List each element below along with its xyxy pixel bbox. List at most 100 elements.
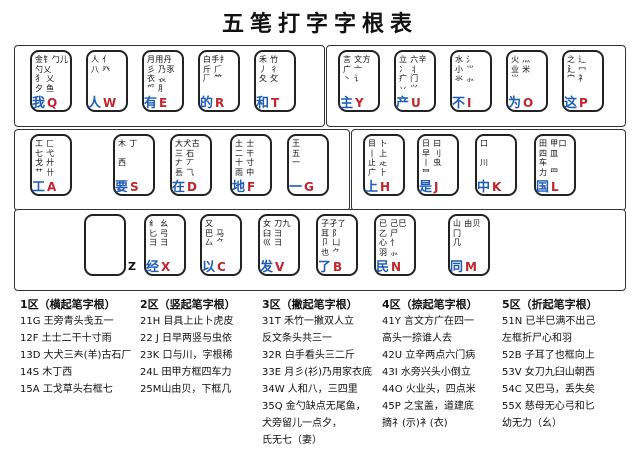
legend-line: 犬旁留儿一点夕， <box>262 418 342 429</box>
legend-line: 11G 王旁青头戋五一 <box>20 316 114 327</box>
key-letter: M <box>465 260 477 274</box>
key-word: 同 <box>450 260 464 275</box>
key-E[interactable]: 月用丹 彡 乃豕 衣 𧘇 爫 ⺼ <box>142 50 184 112</box>
legend-zone-1: 1区（横起笔字根） 11G 王旁青头戋五一 12F 土士二干十寸雨 13D 大犬三𡗗(… <box>20 296 131 398</box>
legend-line: 高头一捺谁人去 <box>382 333 452 344</box>
key-letter: V <box>275 260 285 274</box>
key-word: 了 <box>318 260 332 275</box>
key-roots: 火 灬 业 米 ⺌ <box>511 55 531 83</box>
key-word: 在 <box>172 180 186 195</box>
key-F[interactable]: 土 士 二 干 十 寸 雨 中 <box>230 134 272 196</box>
key-S[interactable]: 木 丁 西 <box>113 134 155 196</box>
legend-line: 幼无力（幺） <box>502 418 562 429</box>
key-W[interactable]: 人 亻 八 癶 <box>86 50 128 112</box>
legend-header: 5区（折起笔字根） <box>502 298 598 311</box>
key-letter: X <box>161 260 171 274</box>
key-roots: 之 辶 廴 冖 宀 礻 <box>567 55 587 83</box>
key-letter: T <box>271 96 280 110</box>
legend-line: 23K 口与川，字根稀 <box>140 350 233 361</box>
key-P[interactable]: 之 辶 廴 冖 宀 礻 <box>562 50 604 112</box>
key-roots: 口 川 <box>480 139 489 167</box>
key-letter: J <box>434 180 439 194</box>
legend-line: 13D 大犬三𡗗(羊)古石厂 <box>20 350 132 361</box>
legend-line: 24L 田甲方框四车力 <box>140 367 232 378</box>
legend-line: 54C 又巴马，丢失矣 <box>502 384 595 395</box>
key-roots: 田 甲口 四 皿 车 力 ⺲ <box>539 139 567 177</box>
key-N[interactable]: 已 己巳 乙 尸 心 忄 羽 ⺗ <box>374 214 416 276</box>
key-M[interactable]: 山 由贝 冂 几 <box>448 214 490 276</box>
key-letter: Q <box>47 96 58 110</box>
key-roots: 山 由贝 冂 几 <box>453 219 481 247</box>
key-C[interactable]: 又 巴 马 厶 ⺈ <box>200 214 242 276</box>
key-H[interactable]: 目 卜 丨 上 止 龰 广 ⺊ <box>363 134 405 196</box>
key-V[interactable]: 女 刀九 臼 彐 巛 ⺕ <box>258 214 300 276</box>
legend-line: 32R 白手看头三二斤 <box>262 350 355 361</box>
key-Y[interactable]: 言 文方 广 亠 丶 讠 <box>338 50 380 112</box>
key-Q[interactable]: 金钅勹儿 勺乂 犭 乂 夕 鱼 <box>30 50 72 112</box>
key-X[interactable]: 纟 幺 匕 弓 ⺕ 彐 <box>144 214 186 276</box>
key-O[interactable]: 火 灬 业 米 ⺌ <box>506 50 548 112</box>
key-G[interactable]: 王 五 一 <box>287 134 329 196</box>
key-U[interactable]: 立 六辛 冫 丬 疒 门 丷 ⺍ <box>394 50 436 112</box>
key-word: 的 <box>200 96 214 111</box>
key-word: 不 <box>452 96 466 111</box>
key-T[interactable]: 禾 竹 丿 彳 夂 攵 <box>254 50 296 112</box>
legend-line: 53V 女刀九臼山朝西 <box>502 367 595 378</box>
key-roots: 女 刀九 臼 彐 巛 ⺕ <box>263 219 291 247</box>
key-word: 中 <box>477 180 491 195</box>
key-L[interactable]: 田 甲口 四 皿 车 力 ⺲ <box>534 134 576 196</box>
key-D[interactable]: 大犬古 三 石 𠂇 丆 镸 ⺄ <box>170 134 212 196</box>
key-word: 人 <box>88 96 102 111</box>
key-J[interactable]: 日 曰 早 刂 丨 虫 ⺜ <box>417 134 459 196</box>
key-A[interactable]: 工 匚 七 弋 戈 廾 艹 卄 <box>30 134 72 196</box>
key-roots: 白手扌 斤 ⺁ 𠂆 ⺮ <box>203 55 228 83</box>
key-roots: 大犬古 三 石 𠂇 丆 镸 ⺄ <box>175 139 200 177</box>
key-K[interactable]: 口 川 <box>475 134 517 196</box>
key-letter: B <box>333 260 343 274</box>
legend-header: 1区（横起笔字根） <box>20 298 116 311</box>
legend-line: 41Y 言文方广在四一 <box>382 316 475 327</box>
key-letter: E <box>159 96 168 110</box>
legend-line: 12F 土士二干十寸雨 <box>20 333 112 344</box>
key-B[interactable]: 子孑了 耳 阝 卩 凵 也 ⺈ <box>316 214 358 276</box>
key-R[interactable]: 白手扌 斤 ⺁ 𠂆 ⺮ <box>198 50 240 112</box>
legend-line: 31T 禾竹一撇双人立 <box>262 316 355 327</box>
key-letter: O <box>523 96 534 110</box>
key-word: 主 <box>340 96 354 111</box>
key-letter: C <box>217 260 226 274</box>
legend-line: 35Q 金勺缺点无尾鱼， <box>262 401 366 412</box>
key-Z[interactable] <box>84 214 126 276</box>
key-roots: 金钅勹儿 勺乂 犭 乂 夕 鱼 <box>35 55 69 93</box>
key-letter: I <box>467 96 472 110</box>
key-word: 经 <box>146 260 160 275</box>
key-word: 上 <box>365 180 379 195</box>
key-letter: Y <box>355 96 364 110</box>
key-roots: 日 曰 早 刂 丨 虫 ⺜ <box>422 139 442 177</box>
key-letter: R <box>215 96 225 110</box>
key-roots: 水 氵 小 ⺌ 氺 ⺗ <box>455 55 475 83</box>
key-letter: L <box>551 180 559 194</box>
key-I[interactable]: 水 氵 小 ⺌ 氺 ⺗ <box>450 50 492 112</box>
key-word: 地 <box>232 180 246 195</box>
key-letter: D <box>187 180 197 194</box>
